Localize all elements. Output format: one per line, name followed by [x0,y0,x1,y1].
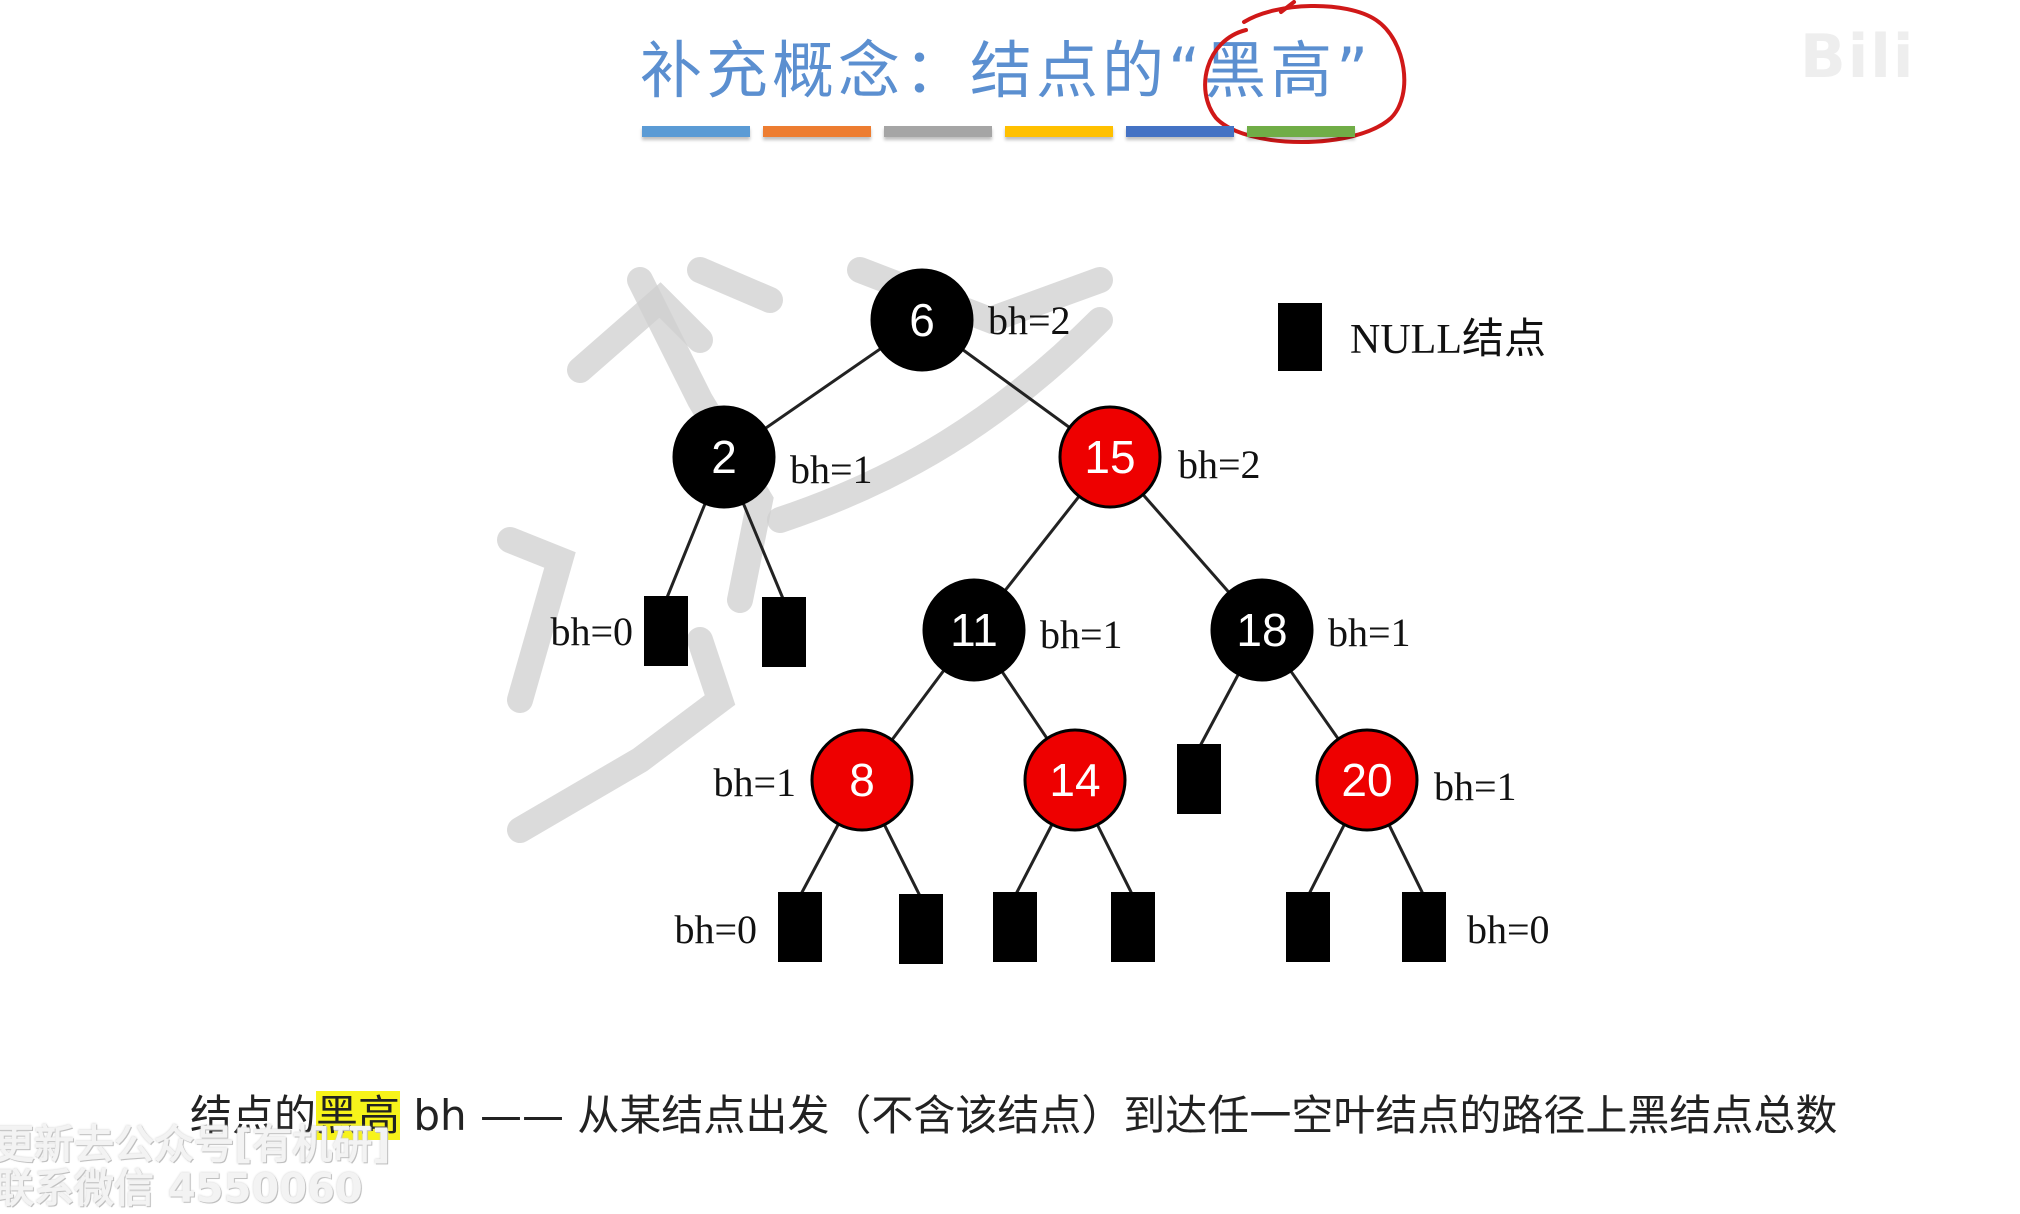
node-key: 14 [1049,754,1100,806]
slide-title: 补充概念：结点的“黑高” [640,20,1372,110]
color-bar [642,126,750,137]
color-bar [1247,126,1355,137]
slide: 补充概念：结点的“黑高” Bili 6 2 15 11 18 8 14 20 bh=2 bh=1… [0,0,1916,1212]
tree-nodes: 6 2 15 11 18 8 14 20 [672,268,1419,832]
null-node [899,894,943,964]
node-key: 8 [849,754,875,806]
hand-drawn-circle-annotation [1203,0,1407,144]
null-nodes [644,596,1446,964]
null-node [778,892,822,962]
tree-node-6: 6 [870,268,974,372]
bh-label: bh=1 [713,760,796,805]
node-key: 18 [1236,604,1287,656]
null-bh-label: bh=0 [674,907,757,952]
legend-label: NULL结点 [1350,317,1546,363]
bh-label: bh=1 [1040,612,1123,657]
node-circle [1210,578,1314,682]
tree-node-20: 20 [1315,728,1419,832]
color-bar [1126,126,1234,137]
null-bh-label: bh=0 [1467,907,1550,952]
legend: NULL结点 [1278,303,1546,371]
node-key: 15 [1084,431,1135,483]
legend-null-square [1278,303,1322,371]
tree-node-14: 14 [1023,728,1127,832]
node-circle [1315,728,1419,832]
node-key: 2 [711,431,737,483]
black-height-labels: bh=2 bh=1 bh=2 bh=1 bh=1 bh=1 bh=1 bh=0 bh=0 bh=0 [550,298,1549,952]
watermark-stroke [687,257,783,313]
null-node [644,596,688,666]
bh-label: bh=1 [1328,610,1411,655]
bh-label: bh=1 [790,447,873,492]
null-node [762,597,806,667]
node-circle [672,405,776,509]
tree-node-2: 2 [672,405,776,509]
tree-node-15: 15 [1058,405,1162,509]
node-key: 20 [1341,754,1392,806]
title-marked-term: “黑高” [1168,34,1373,107]
color-bar [1005,126,1113,137]
node-circle [870,268,974,372]
tree-node-11: 11 [922,578,1026,682]
tree-node-18: 18 [1210,578,1314,682]
definition-text: 结点的黑高 bh —— 从某结点出发（不含该结点）到达任一空叶结点的路径上黑结点… [190,1082,1837,1143]
faded-watermark-strokes [497,257,1113,843]
watermark-stroke [507,627,736,843]
watermark-bottom-left-line1: 更新去公众号[有机研] [0,1122,391,1168]
null-node [993,892,1037,962]
null-node [1177,744,1221,814]
null-node [1111,892,1155,962]
null-bh-label: bh=0 [550,609,633,654]
definition-rest: bh —— 从某结点出发（不含该结点）到达任一空叶结点的路径上黑结点总数 [400,1091,1838,1140]
node-circle [1058,405,1162,509]
color-bar [884,126,992,137]
node-key: 11 [950,604,998,656]
bh-label: bh=2 [1178,442,1261,487]
definition-prefix: 结点的 [190,1091,317,1140]
null-node [1402,892,1446,962]
bh-label: bh=2 [988,298,1071,343]
watermark-bottom-left-line2: 联系微信 4550060 [0,1166,363,1212]
color-bar [763,126,871,137]
tree-node-8: 8 [810,728,914,832]
node-circle [922,578,1026,682]
title-prefix: 补充概念：结点的 [640,34,1169,107]
watermark-stroke [497,527,576,713]
null-node [1286,892,1330,962]
node-circle [1023,728,1127,832]
definition-highlight: 黑高 [316,1091,401,1140]
watermark-stroke [767,307,1113,533]
bh-label: bh=1 [1434,764,1517,809]
node-circle [810,728,914,832]
node-key: 6 [909,294,935,346]
watermark-top-right: Bili [1800,22,1916,92]
